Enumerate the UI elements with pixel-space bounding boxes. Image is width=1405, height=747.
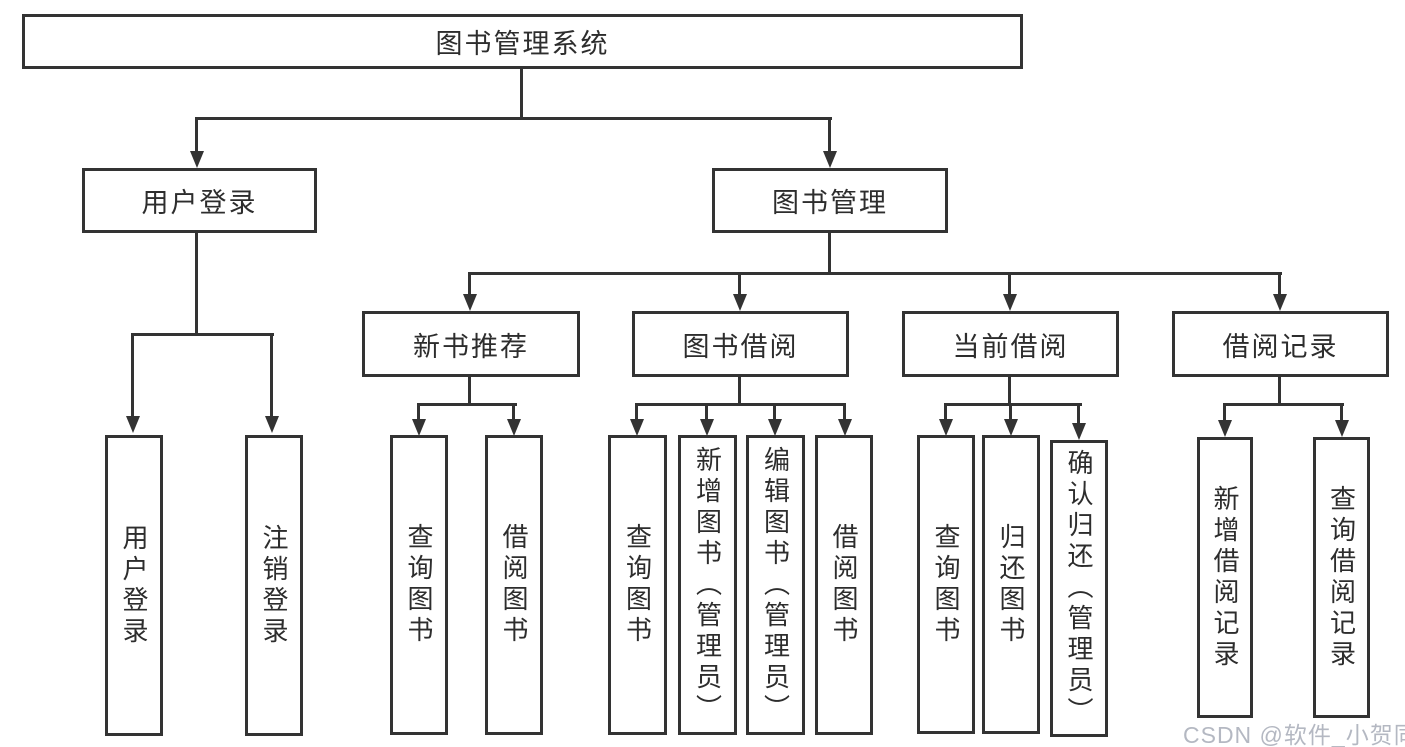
node-logout: 注销登录 — [245, 435, 303, 736]
connector-arrowhead — [939, 419, 953, 436]
node-add-book-admin: 新增图书（管理员） — [678, 435, 737, 735]
node-label: 查询图书 — [622, 523, 653, 647]
node-query-borrow-record: 查询借阅记录 — [1313, 437, 1370, 718]
connector-vline — [738, 272, 741, 296]
connector-vline — [1278, 374, 1281, 406]
node-new-book-recommend: 新书推荐 — [362, 311, 580, 377]
watermark: CSDN @软件_小贺同学 — [1183, 722, 1405, 747]
node-book-borrowing: 图书借阅 — [632, 311, 849, 377]
node-label: 借阅记录 — [1222, 331, 1339, 362]
connector-arrowhead — [190, 151, 204, 168]
connector-vline — [468, 374, 471, 406]
connector-hline — [468, 272, 1282, 275]
connector-arrowhead — [1004, 419, 1018, 436]
node-label: 编辑图书（管理员） — [760, 445, 791, 725]
node-label: 图书管理 — [772, 188, 888, 218]
connector-arrowhead — [412, 419, 426, 436]
connector-hline — [131, 333, 274, 336]
node-label: 新书推荐 — [413, 331, 529, 362]
connector-vline — [1278, 272, 1281, 296]
node-book-management: 图书管理 — [712, 168, 948, 233]
node-label: 当前借阅 — [952, 331, 1069, 362]
connector-arrowhead — [768, 419, 782, 436]
node-label: 注销登录 — [259, 523, 289, 648]
node-label: 查询图书 — [404, 523, 434, 647]
node-label: 借阅图书 — [499, 523, 529, 647]
connector-arrowhead — [1335, 420, 1349, 437]
connector-arrowhead — [463, 294, 477, 311]
connector-arrowhead — [265, 416, 279, 433]
connector-vline — [1340, 403, 1343, 421]
connector-vline — [705, 403, 708, 420]
connector-arrowhead — [1072, 423, 1086, 440]
node-borrow-books: 借阅图书 — [485, 435, 543, 735]
node-label: 借阅图书 — [829, 523, 859, 647]
node-return-book: 归还图书 — [982, 435, 1040, 734]
node-borrow-books-2: 借阅图书 — [815, 435, 873, 735]
connector-arrowhead — [733, 294, 747, 311]
node-query-books-2: 查询图书 — [608, 435, 667, 735]
node-label: 查询借阅记录 — [1326, 484, 1357, 671]
connector-hline — [195, 117, 832, 120]
connector-hline — [944, 403, 1082, 406]
connector-arrowhead — [630, 419, 644, 436]
node-query-books: 查询图书 — [390, 435, 448, 735]
connector-arrowhead — [1273, 294, 1287, 311]
connector-vline — [270, 333, 273, 417]
connector-vline — [1008, 374, 1011, 406]
connector-arrowhead — [823, 151, 837, 168]
connector-vline — [512, 403, 515, 420]
node-label: 用户登录 — [119, 523, 149, 648]
connector-arrowhead — [1218, 420, 1232, 437]
connector-vline — [520, 66, 523, 119]
connector-vline — [1009, 403, 1012, 420]
node-label: 新增图书（管理员） — [692, 445, 723, 725]
node-edit-book-admin: 编辑图书（管理员） — [746, 435, 805, 735]
connector-hline — [635, 403, 846, 406]
node-label: 图书借阅 — [682, 331, 799, 362]
connector-vline — [1008, 272, 1011, 296]
node-label: 新增借阅记录 — [1210, 484, 1240, 671]
connector-arrowhead — [1003, 294, 1017, 311]
connector-vline — [773, 403, 776, 420]
node-library-management-system: 图书管理系统 — [22, 14, 1023, 69]
node-label: 用户登录 — [141, 188, 258, 218]
node-confirm-return-admin: 确认归还（管理员） — [1050, 440, 1108, 737]
node-label: 查询图书 — [931, 522, 961, 647]
node-query-books-3: 查询图书 — [917, 435, 975, 734]
connector-arrowhead — [838, 419, 852, 436]
connector-vline — [1223, 403, 1226, 421]
connector-arrowhead — [126, 416, 140, 433]
connector-vline — [131, 333, 134, 417]
connector-hline — [1223, 403, 1344, 406]
node-borrowing-records: 借阅记录 — [1172, 311, 1389, 377]
connector-vline — [828, 117, 831, 152]
node-label: 图书管理系统 — [435, 29, 610, 59]
node-add-borrow-record: 新增借阅记录 — [1197, 437, 1253, 718]
connector-vline — [944, 403, 947, 420]
connector-vline — [635, 403, 638, 420]
connector-vline — [468, 272, 471, 296]
connector-vline — [843, 403, 846, 420]
connector-vline — [1077, 403, 1080, 424]
connector-vline — [417, 403, 420, 420]
node-user-login: 用户登录 — [82, 168, 317, 233]
connector-vline — [195, 117, 198, 152]
connector-vline — [828, 231, 831, 275]
connector-hline — [417, 403, 517, 406]
connector-vline — [195, 231, 198, 336]
node-current-borrowing: 当前借阅 — [902, 311, 1119, 377]
node-user-login-leaf: 用户登录 — [105, 435, 163, 736]
connector-arrowhead — [507, 419, 521, 436]
node-label: 归还图书 — [996, 522, 1026, 647]
connector-vline — [738, 374, 741, 406]
connector-arrowhead — [700, 419, 714, 436]
node-label: 确认归还（管理员） — [1064, 449, 1094, 728]
